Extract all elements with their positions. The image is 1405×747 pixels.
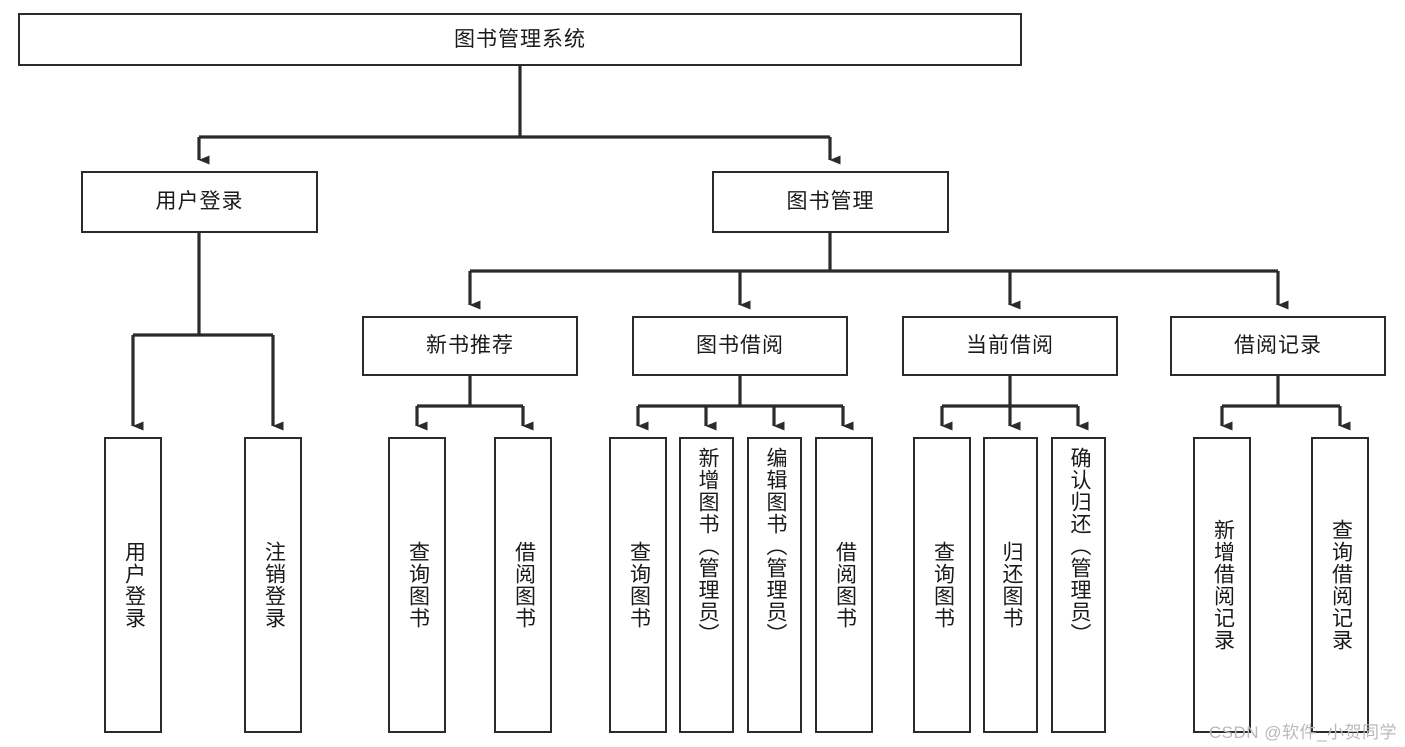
- node-leaf-query-book-current[interactable]: 查询图书: [913, 437, 971, 733]
- node-leaf-user-login[interactable]: 用户登录: [104, 437, 162, 733]
- node-current-borrow[interactable]: 当前借阅: [902, 316, 1118, 376]
- node-leaf-query-book-borrow[interactable]: 查询图书: [609, 437, 667, 733]
- node-label: 当前借阅: [966, 334, 1054, 358]
- node-leaf-return-book[interactable]: 归还图书: [983, 437, 1038, 733]
- node-leaf-confirm-return-admin[interactable]: 确认归还（管理员）: [1051, 437, 1106, 733]
- node-label: 图书管理系统: [454, 27, 586, 51]
- node-label: 借阅图书: [833, 541, 857, 629]
- node-leaf-borrow-book-newbook[interactable]: 借阅图书: [494, 437, 552, 733]
- node-label: 确认归还（管理员）: [1067, 447, 1091, 645]
- node-book-management[interactable]: 图书管理: [712, 171, 949, 233]
- node-leaf-logout-login[interactable]: 注销登录: [244, 437, 302, 733]
- node-label: 注销登录: [262, 541, 286, 629]
- node-root-book-management-system[interactable]: 图书管理系统: [18, 13, 1022, 66]
- node-label: 新书推荐: [426, 334, 514, 358]
- node-leaf-borrow-book-borrow[interactable]: 借阅图书: [815, 437, 873, 733]
- csdn-watermark: CSDN @软件_小贺同学: [1208, 723, 1397, 742]
- node-label: 查询图书: [406, 541, 430, 629]
- node-label: 新增借阅记录: [1211, 519, 1235, 651]
- node-label: 借阅记录: [1234, 334, 1322, 358]
- node-label: 图书借阅: [696, 334, 784, 358]
- node-label: 借阅图书: [512, 541, 536, 629]
- node-label: 查询图书: [627, 541, 651, 629]
- node-book-borrow[interactable]: 图书借阅: [632, 316, 848, 376]
- node-label: 查询借阅记录: [1329, 519, 1353, 651]
- node-borrow-record[interactable]: 借阅记录: [1170, 316, 1386, 376]
- node-label: 编辑图书（管理员）: [763, 447, 787, 645]
- node-user-login[interactable]: 用户登录: [81, 171, 318, 233]
- node-label: 用户登录: [122, 541, 146, 629]
- node-leaf-add-borrow-record[interactable]: 新增借阅记录: [1193, 437, 1251, 733]
- node-label: 用户登录: [155, 190, 244, 214]
- node-label: 图书管理: [786, 190, 875, 214]
- node-label: 归还图书: [999, 541, 1023, 629]
- node-label: 新增图书（管理员）: [695, 447, 719, 645]
- node-leaf-query-book-newbook[interactable]: 查询图书: [388, 437, 446, 733]
- node-leaf-edit-book-admin[interactable]: 编辑图书（管理员）: [747, 437, 802, 733]
- node-leaf-query-borrow-record[interactable]: 查询借阅记录: [1311, 437, 1369, 733]
- node-label: 查询图书: [931, 541, 955, 629]
- node-new-book-recommend[interactable]: 新书推荐: [362, 316, 578, 376]
- node-leaf-add-book-admin[interactable]: 新增图书（管理员）: [679, 437, 734, 733]
